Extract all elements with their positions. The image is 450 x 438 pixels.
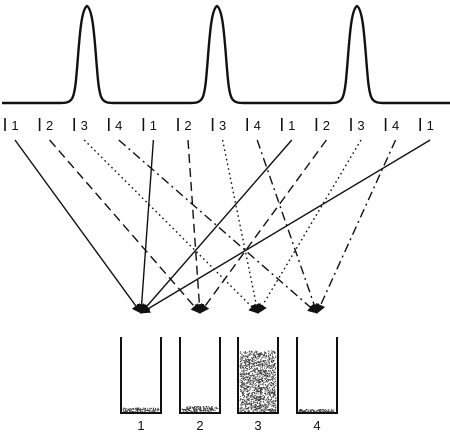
fraction-tick-label: 2 <box>184 118 191 133</box>
chromatogram-trace <box>2 4 450 105</box>
tube-label: 4 <box>313 418 320 433</box>
fraction-tick-label: 1 <box>288 118 295 133</box>
fraction-tick-label: 1 <box>427 118 434 133</box>
collection-tube-4: 4 <box>296 337 338 433</box>
fraction-arrows <box>14 139 431 314</box>
collection-tube-3: 3 <box>237 337 279 433</box>
fraction-tick-label: 4 <box>115 118 122 133</box>
tube-fill-stipple <box>181 405 219 413</box>
fraction-tick-label: 4 <box>254 118 261 133</box>
tube-fill-stipple <box>239 350 277 413</box>
fraction-arrow <box>256 139 319 314</box>
fraction-tick-label: 3 <box>357 118 364 133</box>
fraction-arrow <box>316 139 397 314</box>
fraction-tick-label: 3 <box>81 118 88 133</box>
tube-outline <box>237 337 279 414</box>
fraction-arrow <box>140 139 293 314</box>
fraction-arrow <box>83 139 259 314</box>
collection-tubes: 1 2 3 4 <box>120 337 338 433</box>
fraction-arrow <box>49 139 201 314</box>
tube-outline <box>179 337 221 414</box>
tube-label: 2 <box>196 418 203 433</box>
fraction-tick-label: 3 <box>219 118 226 133</box>
fraction-arrow <box>14 139 142 314</box>
fraction-tick-label: 2 <box>323 118 330 133</box>
fraction-arrow <box>257 139 362 314</box>
collection-tube-2: 2 <box>179 337 221 433</box>
fraction-tick-label: 1 <box>11 118 18 133</box>
tube-fill-stipple <box>298 408 335 413</box>
tube-fill-stipple <box>122 407 160 413</box>
tube-outline <box>296 337 338 414</box>
fraction-arrow <box>221 139 262 314</box>
tube-outline <box>120 337 162 414</box>
fraction-tick-label: 2 <box>46 118 53 133</box>
fraction-arrow <box>136 139 155 314</box>
fraction-arrow <box>140 139 431 314</box>
fraction-arrow <box>199 139 327 314</box>
fraction-arrow <box>118 139 318 314</box>
tube-label: 3 <box>254 418 261 433</box>
fraction-arrow <box>187 139 205 314</box>
fraction-ticks: 1 2 3 4 1 2 3 4 1 2 3 4 1 <box>4 118 434 133</box>
tube-label: 1 <box>137 418 144 433</box>
fraction-tick-label: 4 <box>392 118 399 133</box>
collection-tube-1: 1 <box>120 337 162 433</box>
fraction-tick-label: 1 <box>150 118 157 133</box>
